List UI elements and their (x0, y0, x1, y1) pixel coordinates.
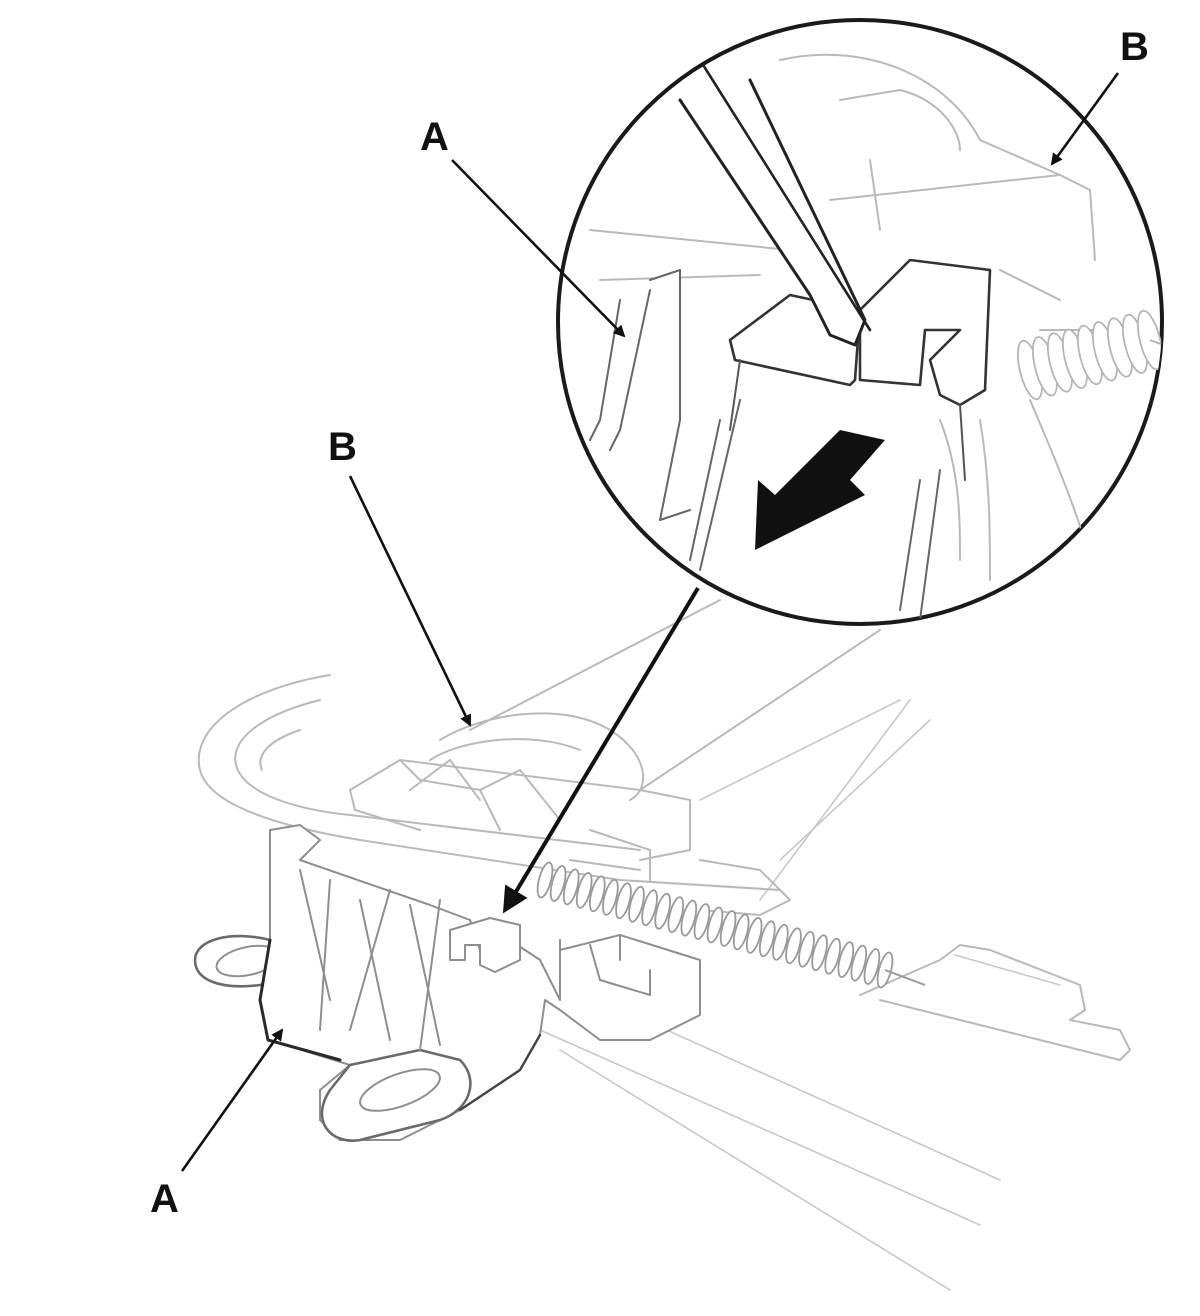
callout-a-bottom: A (150, 1177, 179, 1221)
leader-lines (180, 72, 1120, 1172)
callout-a-top: A (420, 115, 449, 159)
lock-bracket (193, 824, 701, 1142)
cable-spring (536, 861, 926, 989)
detail-magnifier-circle (556, 18, 1164, 626)
callout-b-middle: B (328, 425, 357, 469)
seat-frame-background (197, 599, 1131, 1291)
push-direction-arrow-icon (755, 430, 885, 550)
callout-b-top: B (1120, 25, 1149, 69)
